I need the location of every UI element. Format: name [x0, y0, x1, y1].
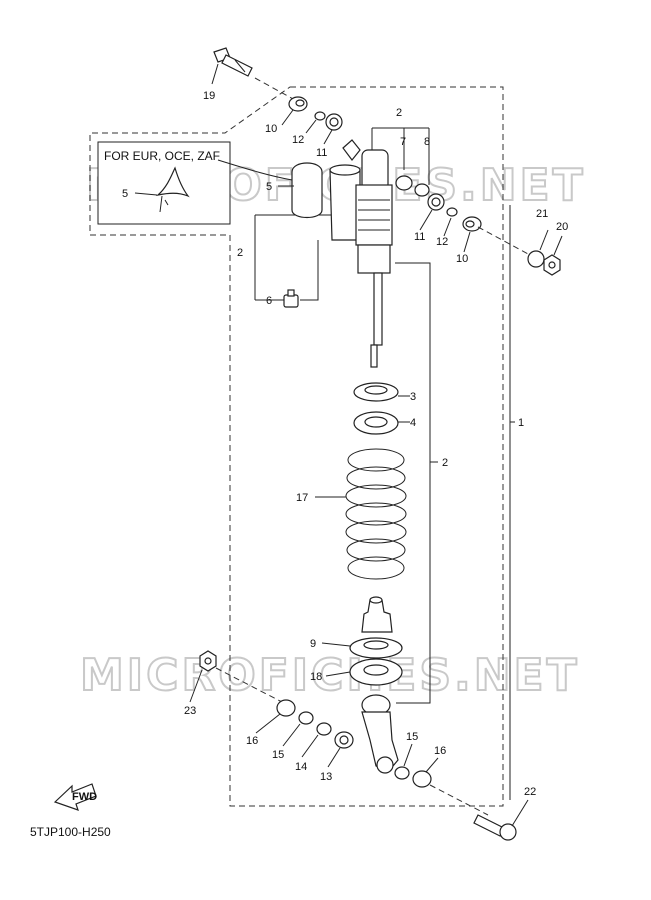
- callout-19: 19: [203, 90, 215, 102]
- part-15-seal-left: [298, 711, 314, 725]
- shock-body: [342, 139, 393, 368]
- callout-4: 4: [410, 417, 416, 429]
- callouts: 1 2 2 2 3 4 5 5 6 7 8 9 10 10 11 11 12 1…: [122, 90, 568, 798]
- callout-3: 3: [410, 391, 416, 403]
- region-note-box: FOR EUR, OCE, ZAF: [97, 141, 293, 225]
- reservoir: [291, 162, 361, 241]
- axis-line-upper-right: [477, 226, 531, 256]
- callout-2-right: 2: [442, 457, 448, 469]
- part-10-collar-upper: [288, 96, 308, 112]
- part-6-valve: [283, 289, 299, 308]
- part-23-nut: [199, 650, 283, 703]
- leader-lines: [189, 63, 563, 827]
- fwd-label: FWD: [72, 791, 97, 803]
- callout-17: 17: [296, 492, 308, 504]
- part-7-collar: [395, 175, 413, 191]
- lower-clevis: [361, 694, 399, 774]
- part-14-collar: [316, 722, 332, 736]
- callout-10-lower: 10: [456, 253, 468, 265]
- callout-22: 22: [524, 786, 536, 798]
- part-16-washer-right: [412, 770, 432, 788]
- callout-10-upper: 10: [265, 123, 277, 135]
- callout-5-note: 5: [122, 188, 128, 200]
- part-8-seal: [414, 183, 430, 197]
- callout-11-lower: 11: [414, 231, 425, 243]
- part-12-oring-lower: [446, 207, 458, 217]
- part-4-adjuster-nut: [353, 411, 399, 435]
- callout-6: 6: [266, 295, 272, 307]
- callout-21: 21: [536, 208, 548, 220]
- part-10-collar-lower: [462, 216, 482, 232]
- callout-16-right: 16: [434, 745, 446, 757]
- part-13-bearing: [334, 731, 354, 749]
- part-11-bearing-lower: [427, 193, 445, 211]
- callout-2-left: 2: [237, 247, 243, 259]
- part-21-washer: [527, 250, 545, 268]
- callout-9: 9: [310, 638, 316, 650]
- callout-1: 1: [518, 417, 524, 429]
- callout-15-left: 15: [272, 749, 284, 761]
- assembly-boundary: [89, 86, 504, 807]
- callout-12-upper: 12: [292, 134, 304, 146]
- region-note-text: FOR EUR, OCE, ZAF: [104, 149, 220, 163]
- part-16-washer-left: [276, 699, 296, 717]
- part-3-locknut: [353, 382, 399, 402]
- callout-5: 5: [266, 181, 272, 193]
- callout-20: 20: [556, 221, 568, 233]
- fwd-arrow-icon: FWD: [53, 783, 97, 811]
- part-22-bolt: [473, 814, 517, 841]
- part-19-bolt: [213, 47, 296, 101]
- part-20-nut: [543, 254, 561, 276]
- callout-11-upper: 11: [316, 147, 327, 159]
- part-17-spring: [345, 448, 407, 580]
- callout-16-left: 16: [246, 735, 258, 747]
- axis-line-lower-right: [429, 784, 489, 816]
- callout-23: 23: [184, 705, 196, 717]
- callout-12-lower: 12: [436, 236, 448, 248]
- part-18-spring-seat: [349, 658, 403, 686]
- part-12-oring-upper: [314, 111, 326, 121]
- callout-14: 14: [295, 761, 307, 773]
- callout-2-upper: 2: [396, 107, 402, 119]
- callout-13: 13: [320, 771, 332, 783]
- part-15-seal-right: [394, 766, 410, 780]
- callout-7: 7: [400, 136, 406, 148]
- diagram-code: 5TJP100-H250: [30, 825, 111, 839]
- callout-15-right: 15: [406, 731, 418, 743]
- callout-18: 18: [310, 671, 322, 683]
- part-11-bearing-upper: [325, 113, 343, 131]
- part-9-bump-stop: [349, 596, 403, 659]
- callout-8: 8: [424, 136, 430, 148]
